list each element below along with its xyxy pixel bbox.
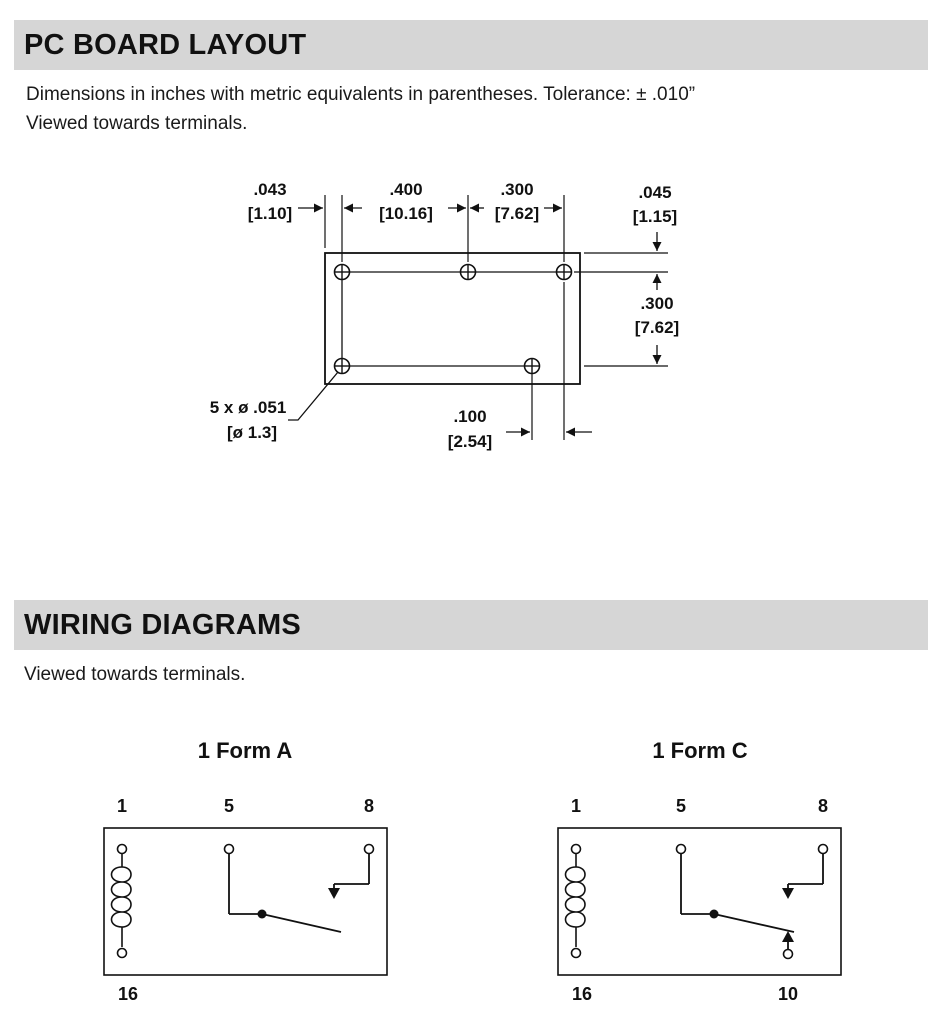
- form-c-terminal: [782, 948, 794, 960]
- form-c-terminal: [570, 947, 582, 959]
- dim-400-in: .400: [389, 180, 422, 199]
- dim-400-mm: [10.16]: [379, 204, 433, 223]
- dimension-labels: .043 [1.10] .400 [10.16] .300 [7.62] .04…: [210, 180, 679, 451]
- pc-board-title: PC BOARD LAYOUT: [24, 29, 307, 61]
- form-a-pin-8: 8: [364, 796, 374, 816]
- form-a-terminal: [223, 843, 235, 855]
- form-c-terminal: [570, 843, 582, 855]
- pcb-layout-drawing: [324, 195, 668, 440]
- pcb-holes: [333, 263, 573, 375]
- form-c-terminal: [817, 843, 829, 855]
- dim-300v-in: .300: [640, 294, 673, 313]
- dim-045-in: .045: [638, 183, 671, 202]
- form-c-pin-5: 5: [676, 796, 686, 816]
- pcb-outline: [324, 252, 581, 385]
- form-a-terminal: [363, 843, 375, 855]
- form-a-outline: [103, 827, 388, 976]
- dimension-arrows: [288, 203, 662, 437]
- dim-100-mm: [2.54]: [448, 432, 492, 451]
- dim-100-in: .100: [453, 407, 486, 426]
- form-a-pin-5: 5: [224, 796, 234, 816]
- pc-board-note-dimensions: Dimensions in inches with metric equival…: [26, 84, 696, 105]
- hole-callout-line1: 5 x ø .051: [210, 398, 287, 417]
- pcb-hole: [555, 263, 573, 281]
- dim-300v-mm: [7.62]: [635, 318, 679, 337]
- form-c-pin-8: 8: [818, 796, 828, 816]
- form-a-contact: [228, 853, 370, 933]
- form-c-pin-16: 16: [572, 984, 592, 1004]
- wiring-title: WIRING DIAGRAMS: [24, 609, 301, 641]
- form-c-pin-10: 10: [778, 984, 798, 1004]
- form-c-label: 1 Form C: [652, 738, 747, 763]
- form-a-pin-1: 1: [117, 796, 127, 816]
- pc-board-header-bar: PC BOARD LAYOUT: [14, 20, 928, 70]
- wiring-header-bar: WIRING DIAGRAMS: [14, 600, 928, 650]
- dim-045-mm: [1.15]: [633, 207, 677, 226]
- form-a-coil-symbol: [110, 853, 132, 947]
- pcb-hole: [459, 263, 477, 281]
- form-a-diagram: 1 Form A 1 5 8 16: [103, 738, 388, 1004]
- form-c-terminal: [675, 843, 687, 855]
- form-c-coil-symbol: [564, 853, 586, 947]
- form-a-pin-16: 16: [118, 984, 138, 1004]
- dim-043-in: .043: [253, 180, 286, 199]
- form-a-terminal: [116, 843, 128, 855]
- form-c-outline: [557, 827, 842, 976]
- pcb-hole: [333, 357, 351, 375]
- dim-300-mm: [7.62]: [495, 204, 539, 223]
- wiring-note-view: Viewed towards terminals.: [24, 664, 246, 685]
- dim-300-in: .300: [500, 180, 533, 199]
- form-a-terminal: [116, 947, 128, 959]
- pcb-hole: [333, 263, 351, 281]
- pc-board-note-view: Viewed towards terminals.: [26, 113, 248, 134]
- hole-callout-line2: [ø 1.3]: [227, 423, 277, 442]
- form-a-label: 1 Form A: [198, 738, 293, 763]
- pcb-hole: [523, 357, 541, 375]
- form-c-contact: [680, 853, 824, 950]
- form-c-diagram: 1 Form C 1 5 8 16 10: [557, 738, 842, 1004]
- form-c-pin-1: 1: [571, 796, 581, 816]
- dim-043-mm: [1.10]: [248, 204, 292, 223]
